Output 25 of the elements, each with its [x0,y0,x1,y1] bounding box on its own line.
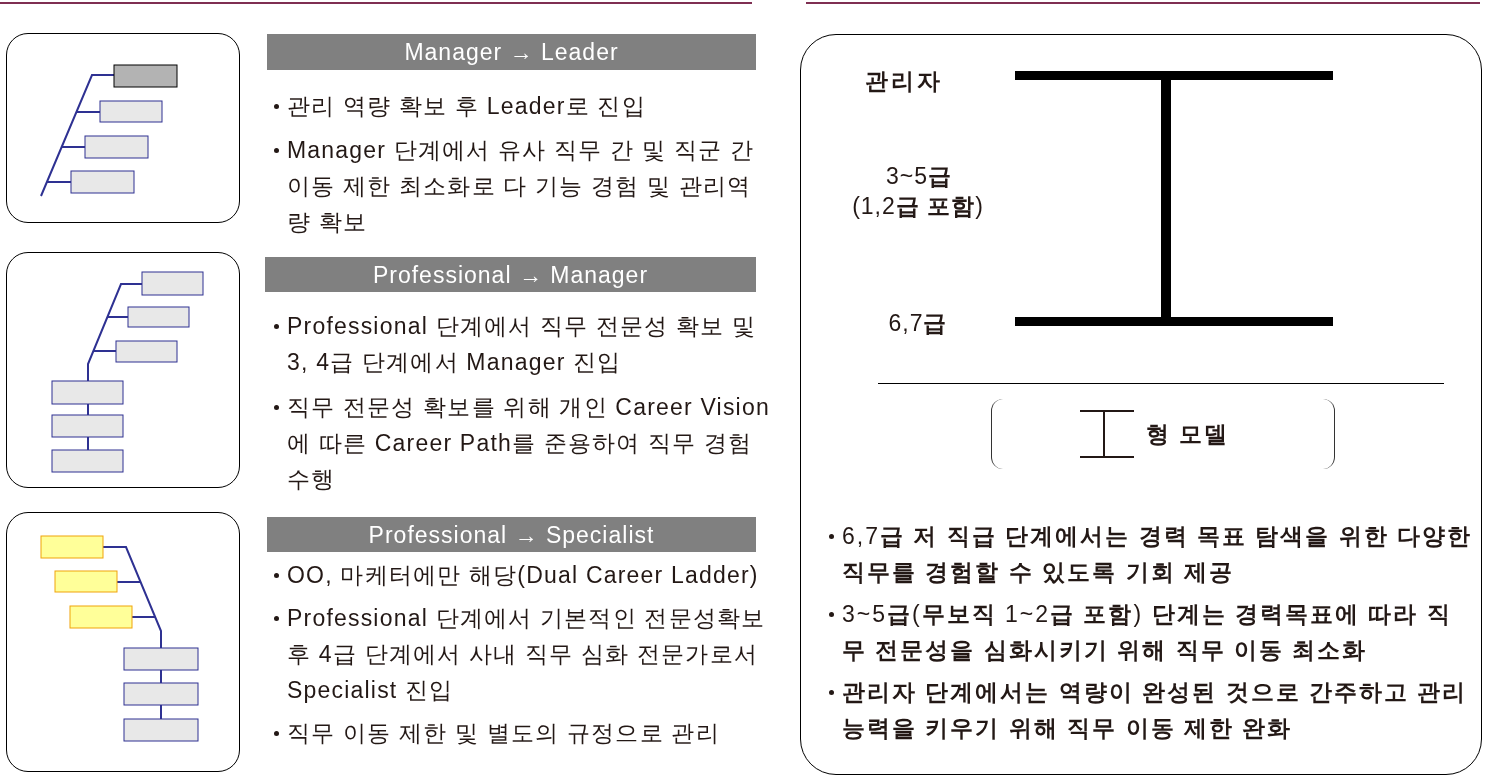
section-header-bar [267,34,756,70]
section-title: Manager → Leader [404,38,619,67]
bullet-text: 직무 이동 제한 및 별도의 규정으로 관리 [287,719,720,748]
bullet-text: Professional 단계에서 기본적인 전문성확보 후 4급 단계에서 사내 직무 심화 전문가로서 Specialist 진입 [287,604,767,705]
bullet-text: Professional 단계에서 직무 전문성 확보 및 3, 4급 단계에서 Manager 진입 [287,312,758,377]
section-header-bar [267,517,756,552]
level-label: (1,2급 포함) [852,192,984,220]
illustration-card [6,33,240,223]
bullet-text: 관리 역량 확보 후 Leader로 진입 [287,92,646,121]
model-label: 형 모델 [1146,420,1230,449]
model-panel [800,34,1482,775]
level-label: 6,7급 [888,309,948,337]
level-label: 3~5급 [886,162,952,190]
bullet-text: Manager 단계에서 유사 직무 간 및 직군 간 이동 제한 최소화로 다 기능 경험 및 관리역량 확보 [287,136,755,237]
illustration-card [6,512,240,772]
bullet-text: OO, 마케터에만 해당(Dual Career Ladder) [287,561,759,590]
level-label: 관리자 [865,67,943,95]
section-title: Professional → Specialist [368,520,655,550]
illustration-card [6,252,240,488]
section-header-bar [265,257,756,292]
bullet-text: 관리자 단계에서는 역량이 완성된 것으로 간주하고 관리 능력을 키우기 위해 직무 이동 제한 완화 [842,678,1469,743]
bullet-text: 6,7급 저 직급 단계에서는 경력 목표 탐색을 위한 다양한 직무를 경험할 수 있도록 기회 제공 [842,522,1474,587]
section-title: Professional → Manager [372,260,649,290]
bullet-text: 직무 전문성 확보를 위해 개인 Career Vision에 따른 Career Path를 준용하여 직무 경험 수행 [287,393,771,494]
bullet-text: 3~5급(무보직 1~2급 포함) 단계는 경력목표에 따라 직무 전문성을 심화시키기 위해 직무 이동 최소화 [842,600,1453,665]
